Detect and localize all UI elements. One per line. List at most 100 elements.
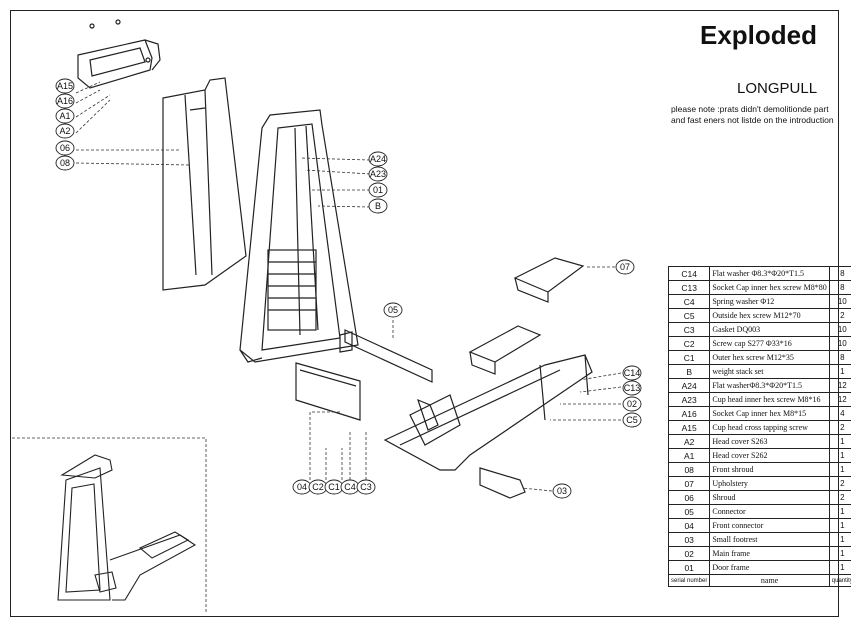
part-quantity-cell: 8 [828,266,851,281]
callout-label: A23 [370,169,386,179]
part-code-cell: B [667,364,711,379]
part-code-cell: C3 [667,322,711,337]
part-code-cell: A16 [667,406,711,421]
part-quantity-cell: 12 [828,378,851,393]
part-name-cell: Cup head inner hex screw M8*16 [709,392,830,407]
callout-label: C4 [344,482,356,492]
part-code-cell: 02 [667,546,711,561]
part-quantity-cell: 1 [828,560,851,575]
part-name-cell: weight stack set [709,364,830,379]
callout-label: 07 [620,262,630,272]
part-name-cell: Upholstery [709,476,830,491]
part-name-cell: Front connector [709,518,830,533]
quantity-header: quantity [828,574,851,587]
part-code-cell: A23 [667,392,711,407]
assembled-view-inset [57,454,197,601]
part-quantity-cell: 1 [828,504,851,519]
part-name-cell: Connector [709,504,830,519]
callout-label: A1 [59,111,70,121]
part-name-cell: Front shroud [709,462,830,477]
upholstery-part [468,257,585,375]
connector-part [339,329,433,383]
part-quantity-cell: 2 [828,308,851,323]
main-frame-part [383,354,593,471]
part-quantity-cell: 10 [828,322,851,337]
door-frame-part [239,109,359,363]
part-name-cell: Screw cap S277 Φ33*16 [709,336,830,351]
part-name-cell: Socket Cap inner hex M8*15 [709,406,830,421]
part-code-cell: 08 [667,462,711,477]
part-name-cell: Spring washer Φ12 [709,294,830,309]
callout-label: A16 [57,96,73,106]
callout-label: A24 [370,154,386,164]
part-code-cell: 01 [667,560,711,575]
part-name-cell: Outside hex screw M12*70 [709,308,830,323]
part-quantity-cell: 1 [828,532,851,547]
callout-label: 05 [388,305,398,315]
part-quantity-cell: 10 [828,336,851,351]
part-name-cell: Head cover S263 [709,434,830,449]
callout-label: A15 [57,81,73,91]
page-title: Exploded [700,20,818,50]
callout-label: 08 [60,158,70,168]
part-quantity-cell: 2 [828,490,851,505]
callout-label: C1 [328,482,340,492]
part-code-cell: A1 [667,448,711,463]
part-code-cell: C4 [667,294,711,309]
head-cover-part [77,19,161,89]
part-quantity-cell: 1 [828,546,851,561]
serial-number-header: serial number [667,574,711,587]
part-quantity-cell: 8 [828,280,851,295]
part-quantity-cell: 2 [828,476,851,491]
part-quantity-cell: 1 [828,434,851,449]
part-name-cell: Small footrest [709,532,830,547]
callout-label: B [375,201,381,211]
foot-handle-part [417,398,439,431]
part-code-cell: C1 [667,350,711,365]
part-code-cell: C2 [667,336,711,351]
part-name-cell: Door frame [709,560,830,575]
callout-label: 03 [557,486,567,496]
part-quantity-cell: 12 [828,392,851,407]
callout-label: C3 [360,482,372,492]
part-quantity-cell: 1 [828,448,851,463]
part-name-cell: Shroud [709,490,830,505]
part-quantity-cell: 8 [828,350,851,365]
callout-label: A2 [59,126,70,136]
part-code-cell: 03 [667,532,711,547]
callout-label: 06 [60,143,70,153]
introduction-note: please note :prats didn't demolitionde p… [671,104,834,125]
part-name-cell: Main frame [709,546,830,561]
part-name-cell: Flat washerΦ8.3*Φ20*T1.5 [709,378,830,393]
callout-label: C2 [312,482,324,492]
part-code-cell: 04 [667,518,711,533]
part-name-cell: Flat washer Φ8.3*Φ20*T1.5 [709,266,830,281]
part-quantity-cell: 4 [828,406,851,421]
callout-label: C5 [626,415,638,425]
part-code-cell: A2 [667,434,711,449]
parts-list-header: serial number name quantity [667,574,851,587]
part-code-cell: 05 [667,504,711,519]
part-name-cell: Gasket DQ003 [709,322,830,337]
small-footrest-part [479,467,526,499]
part-code-cell: C13 [667,280,711,295]
name-header: name [709,574,830,587]
